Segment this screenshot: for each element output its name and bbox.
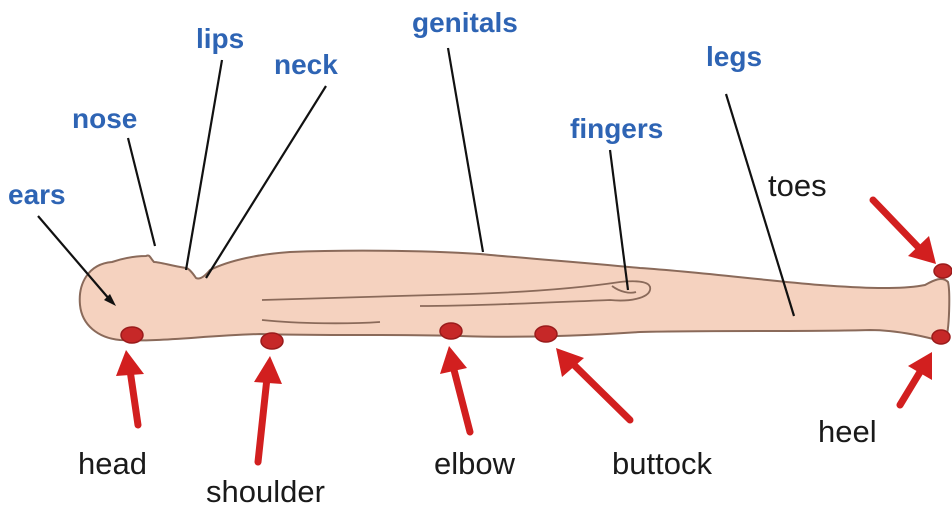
heel-pressure-spot xyxy=(932,330,950,344)
genitals-leader xyxy=(448,48,483,252)
label-buttock: buttock xyxy=(612,446,712,481)
label-neck: neck xyxy=(274,49,338,80)
elbow-pressure-spot xyxy=(440,323,462,339)
label-shoulder: shoulder xyxy=(206,474,325,509)
label-heel: heel xyxy=(818,414,877,449)
head-pressure-spot xyxy=(121,327,143,343)
label-fingers: fingers xyxy=(570,113,663,144)
label-elbow: elbow xyxy=(434,446,516,481)
label-ears: ears xyxy=(8,179,66,210)
buttock-pressure-spot xyxy=(535,326,557,342)
ears-leader xyxy=(38,216,116,306)
label-genitals: genitals xyxy=(412,7,518,38)
body-silhouette xyxy=(80,251,949,342)
shoulder-arrow xyxy=(254,356,282,462)
body-figure xyxy=(80,251,949,342)
label-legs: legs xyxy=(706,41,762,72)
body-part-labels: ears nose lips neck genitals fingers leg… xyxy=(8,7,762,210)
label-head: head xyxy=(78,446,147,481)
nose-leader xyxy=(128,138,155,246)
label-lips: lips xyxy=(196,23,244,54)
toes-pressure-spot xyxy=(934,264,952,278)
buttock-arrow xyxy=(556,348,630,420)
lips-leader xyxy=(186,60,222,270)
label-toes: toes xyxy=(768,168,827,203)
neck-leader xyxy=(206,86,326,278)
shoulder-pressure-spot xyxy=(261,333,283,349)
elbow-arrow xyxy=(440,346,470,432)
toes-arrow xyxy=(873,200,936,264)
heel-arrow xyxy=(900,352,932,405)
head-arrow xyxy=(116,350,144,425)
label-nose: nose xyxy=(72,103,137,134)
